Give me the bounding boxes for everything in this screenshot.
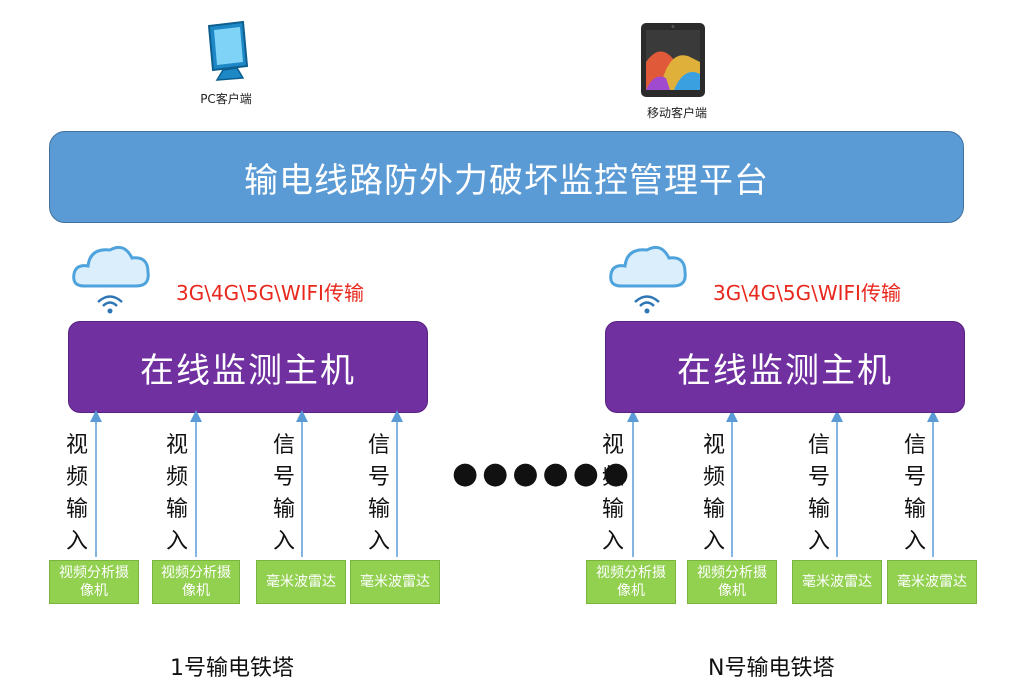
ellipsis-dots: ●●●●●● — [452, 456, 634, 491]
input-label: 视频输入 — [601, 433, 624, 554]
pc-client-label: PC客户端 — [200, 92, 252, 106]
wifi-icon — [97, 295, 123, 314]
tablet-icon — [641, 23, 705, 97]
input-label: 视频输入 — [702, 433, 725, 554]
input-label: 视频输入 — [165, 433, 188, 554]
wifi-icon — [634, 295, 660, 314]
sensor-box: 毫米波雷达 — [792, 560, 882, 604]
sensor-box: 视频分析摄像机 — [586, 560, 676, 604]
input-label: 信号输入 — [807, 433, 830, 554]
transmission-label: 3G\4G\5G\WIFI传输 — [713, 281, 901, 305]
sensor-box: 毫米波雷达 — [256, 560, 346, 604]
sensor-box: 毫米波雷达 — [350, 560, 440, 604]
sensor-box: 视频分析摄像机 — [152, 560, 240, 604]
input-label: 信号输入 — [367, 433, 390, 554]
cloud-icon — [72, 245, 150, 288]
input-label: 视频输入 — [65, 433, 88, 554]
input-label: 信号输入 — [272, 433, 295, 554]
sensor-box: 毫米波雷达 — [887, 560, 977, 604]
management-platform: 输电线路防外力破坏监控管理平台 — [49, 131, 964, 223]
monitoring-host: 在线监测主机 — [605, 321, 965, 413]
tower-label: N号输电铁塔 — [708, 656, 835, 681]
transmission-label: 3G\4G\5G\WIFI传输 — [176, 281, 364, 305]
input-label: 信号输入 — [903, 433, 926, 554]
mobile-client-label: 移动客户端 — [646, 106, 707, 120]
sensor-box: 视频分析摄像机 — [687, 560, 777, 604]
monitoring-host: 在线监测主机 — [68, 321, 428, 413]
tower-label: 1号输电铁塔 — [170, 656, 294, 681]
pc-monitor-icon — [207, 20, 249, 81]
sensor-box: 视频分析摄像机 — [49, 560, 139, 604]
cloud-icon — [609, 245, 687, 288]
